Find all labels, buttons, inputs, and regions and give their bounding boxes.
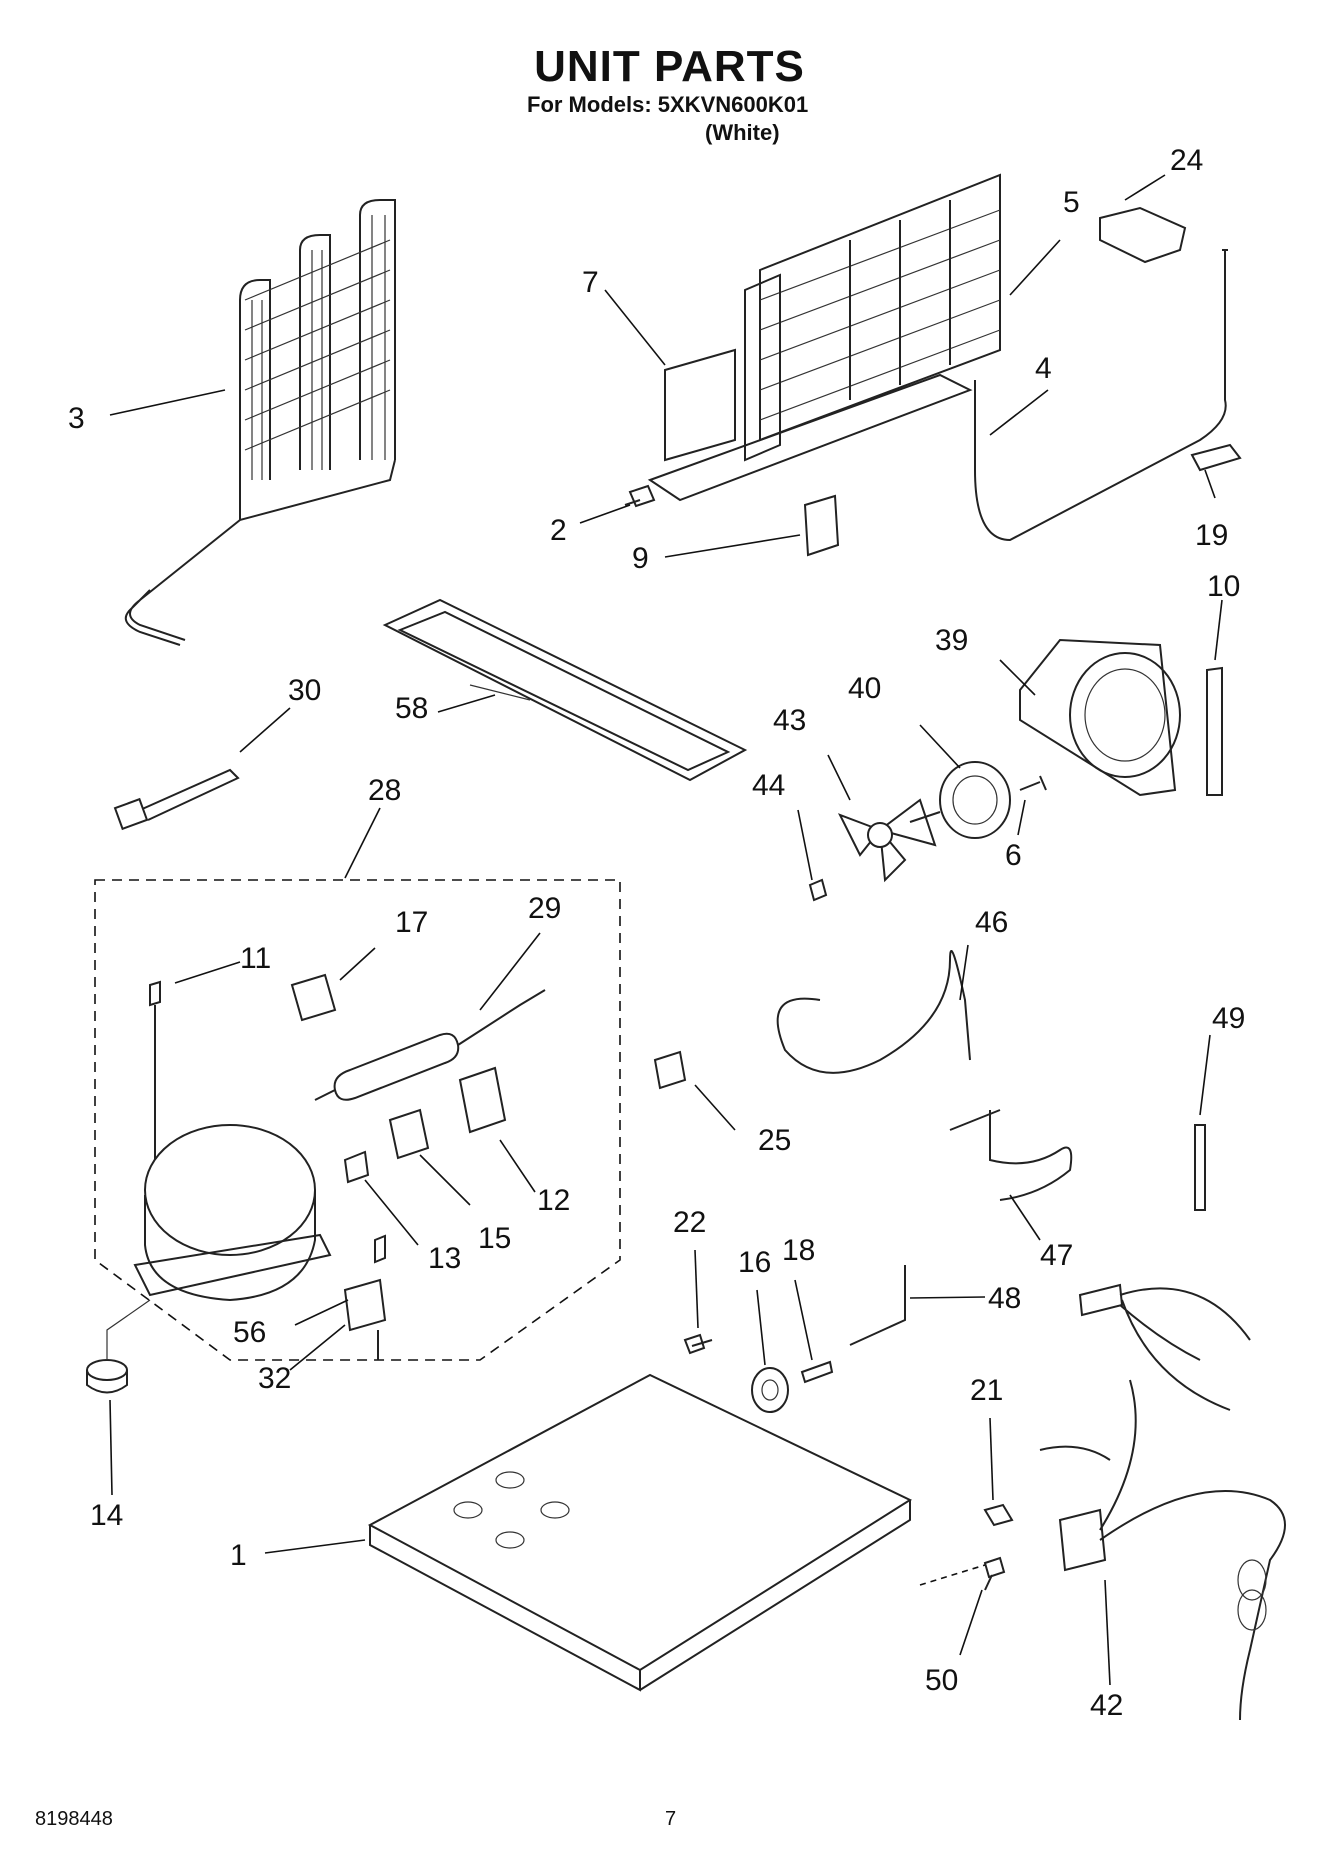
- callout-1: 1: [230, 1539, 247, 1572]
- callout-24: 24: [1170, 144, 1203, 177]
- terminal-boot: [290, 973, 337, 1022]
- callout-32: 32: [258, 1362, 291, 1395]
- base-pan: [367, 1373, 913, 1692]
- gasket-strip: [1206, 666, 1223, 796]
- callout-50: 50: [925, 1664, 958, 1697]
- condenser-coil: [124, 199, 396, 646]
- clip: [1190, 443, 1242, 472]
- screw-56: [374, 1234, 386, 1264]
- relay: [458, 1066, 507, 1134]
- screw: [624, 484, 656, 508]
- callout-3: 3: [68, 402, 85, 435]
- pin: [1194, 1124, 1206, 1211]
- leader-lines: [109, 174, 1223, 1686]
- callout-11: 11: [240, 942, 271, 975]
- callout-44: 44: [752, 769, 785, 802]
- callout-29: 29: [528, 892, 561, 925]
- screw-25: [683, 1333, 713, 1355]
- fan-blade: [837, 798, 937, 883]
- page-number: 7: [665, 1808, 677, 1830]
- screw-11: [149, 980, 161, 1180]
- callout-9: 9: [632, 542, 649, 575]
- callout-18: 18: [782, 1234, 815, 1267]
- screw-50: [983, 1556, 1006, 1591]
- callout-2: 2: [550, 514, 567, 547]
- callout-13: 13: [428, 1242, 461, 1275]
- callout-49: 49: [1212, 1002, 1245, 1035]
- roller: [751, 1367, 789, 1413]
- screw-6: [1019, 775, 1047, 791]
- compressor: [133, 1124, 332, 1302]
- clip-22: [653, 1050, 687, 1090]
- blade-clip: [808, 878, 828, 902]
- callout-58: 58: [395, 692, 428, 725]
- suction-tube: [949, 1109, 1073, 1201]
- callout-12: 12: [537, 1184, 570, 1217]
- process-tube: [849, 1265, 906, 1346]
- callout-21: 21: [970, 1374, 1003, 1407]
- axle: [800, 1360, 834, 1384]
- callout-14: 14: [90, 1499, 123, 1532]
- overload: [388, 1108, 430, 1160]
- callout-42: 42: [1090, 1689, 1123, 1722]
- cover-block: [1099, 206, 1187, 264]
- drain-tray: [382, 598, 748, 782]
- wire-lead: [974, 300, 1227, 542]
- callout-5: 5: [1063, 186, 1080, 219]
- callout-43: 43: [773, 704, 806, 737]
- fan-motor: [909, 761, 1011, 839]
- compressor-group-outline: [94, 879, 621, 1361]
- callout-22: 25: [758, 1124, 791, 1157]
- callout-39: 39: [935, 624, 968, 657]
- grommet: [86, 1299, 151, 1394]
- discharge-tube: [776, 949, 971, 1074]
- capacitor: [343, 1278, 387, 1360]
- wire-harness: [1039, 1283, 1286, 1721]
- doc-number: 8198448: [35, 1808, 113, 1830]
- callout-labels: 3 7 5 24 4 2 9 19 10 39 58 30 28 40 43 4…: [68, 144, 1245, 1722]
- callout-28: 28: [368, 774, 401, 807]
- sensor-tube: [1222, 249, 1228, 300]
- callout-16: 17: [395, 906, 428, 939]
- fan-shroud: [1019, 638, 1181, 797]
- variant-label: (White): [705, 120, 780, 145]
- callout-47: 47: [1040, 1239, 1073, 1272]
- callout-6: 6: [1005, 839, 1022, 872]
- models-line: For Models: 5XKVN600K01: [527, 92, 809, 117]
- callout-46: 46: [975, 906, 1008, 939]
- terminal-clip: [343, 1150, 370, 1184]
- callout-48: 48: [988, 1282, 1021, 1315]
- nut: [983, 1503, 1014, 1527]
- callout-56: 56: [233, 1316, 266, 1349]
- callout-25: 22: [673, 1206, 706, 1239]
- page-title: UNIT PARTS: [534, 42, 805, 91]
- filter-drier: [314, 989, 546, 1101]
- callout-7: 7: [582, 266, 599, 299]
- callout-10: 10: [1207, 570, 1240, 603]
- callout-17: 16: [738, 1246, 771, 1279]
- callout-15: 15: [478, 1222, 511, 1255]
- bracket: [803, 494, 840, 557]
- callout-19: 19: [1195, 519, 1228, 552]
- cable-tie: [113, 768, 240, 831]
- evaporator-assembly: [647, 173, 1001, 502]
- exploded-parts-diagram: 3 7 5 24 4 2 9 19 10 39 58 30 28 40 43 4…: [68, 144, 1286, 1722]
- callout-30: 30: [288, 674, 321, 707]
- callout-4: 4: [1035, 352, 1052, 385]
- callout-40: 40: [848, 672, 881, 705]
